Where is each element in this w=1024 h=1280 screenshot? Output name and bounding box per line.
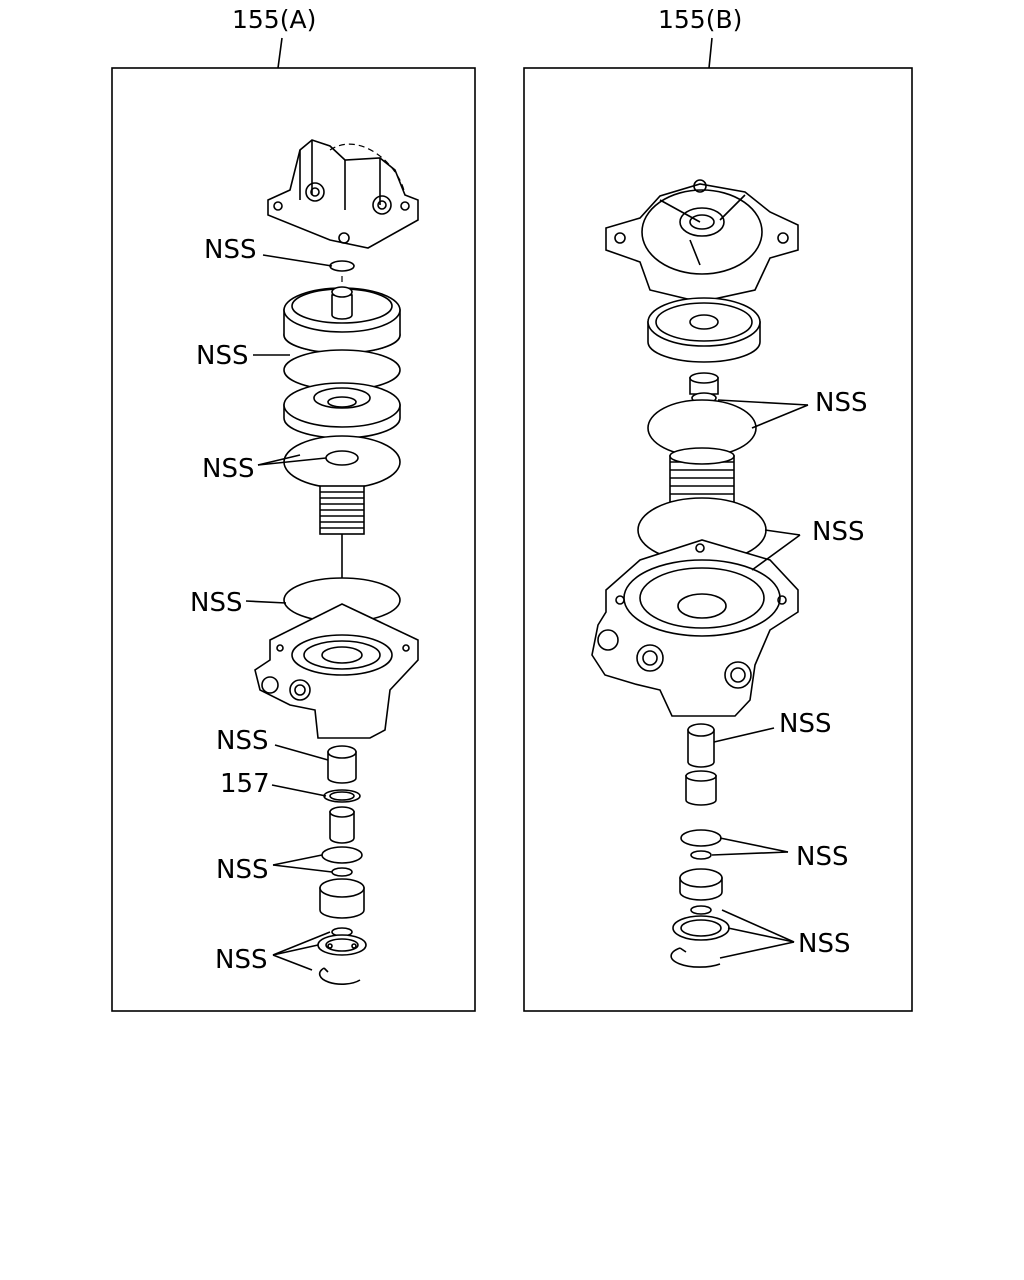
panel-b-title: 155(B) — [658, 5, 742, 34]
label-b-nss-3: NSS — [779, 709, 831, 739]
panel-b: 155(B) — [523, 5, 913, 1012]
panel-a-title-leader — [277, 37, 283, 69]
label-b-nss-1: NSS — [815, 388, 867, 418]
a-valve-stack — [317, 806, 367, 985]
label-b-nss-4: NSS — [796, 842, 848, 872]
label-a-nss-2: NSS — [196, 341, 248, 371]
label-a-nss-3: NSS — [202, 454, 254, 484]
a-seal-small — [325, 450, 359, 466]
a-lower-body — [254, 603, 419, 739]
b-piston — [647, 297, 761, 363]
a-sleeve — [327, 745, 357, 784]
b-leaders — [711, 399, 809, 959]
panel-a: 155(A) — [111, 5, 476, 1012]
b-body — [591, 539, 799, 717]
label-b-nss-2: NSS — [812, 517, 864, 547]
b-valve-stack — [670, 770, 730, 968]
label-a-157: 157 — [220, 769, 270, 799]
a-spring — [319, 485, 365, 535]
b-stem — [689, 372, 719, 404]
panel-a-title: 155(A) — [232, 5, 316, 34]
a-piston — [283, 286, 401, 354]
label-a-nss-7: NSS — [215, 945, 267, 975]
panel-b-frame — [523, 67, 913, 1012]
b-sleeve — [687, 723, 715, 768]
label-b-nss-5: NSS — [798, 929, 850, 959]
a-small-oring — [329, 260, 355, 272]
panel-a-frame — [111, 67, 476, 1012]
b-top-cover — [605, 179, 799, 303]
label-a-nss-5: NSS — [216, 726, 268, 756]
a-top-housing — [267, 139, 419, 249]
panel-b-title-leader — [708, 37, 713, 69]
a-leaders — [245, 254, 333, 971]
a-retainer — [283, 382, 401, 439]
label-a-nss-6: NSS — [216, 855, 268, 885]
label-a-nss-1: NSS — [204, 235, 256, 265]
label-a-nss-4: NSS — [190, 588, 242, 618]
